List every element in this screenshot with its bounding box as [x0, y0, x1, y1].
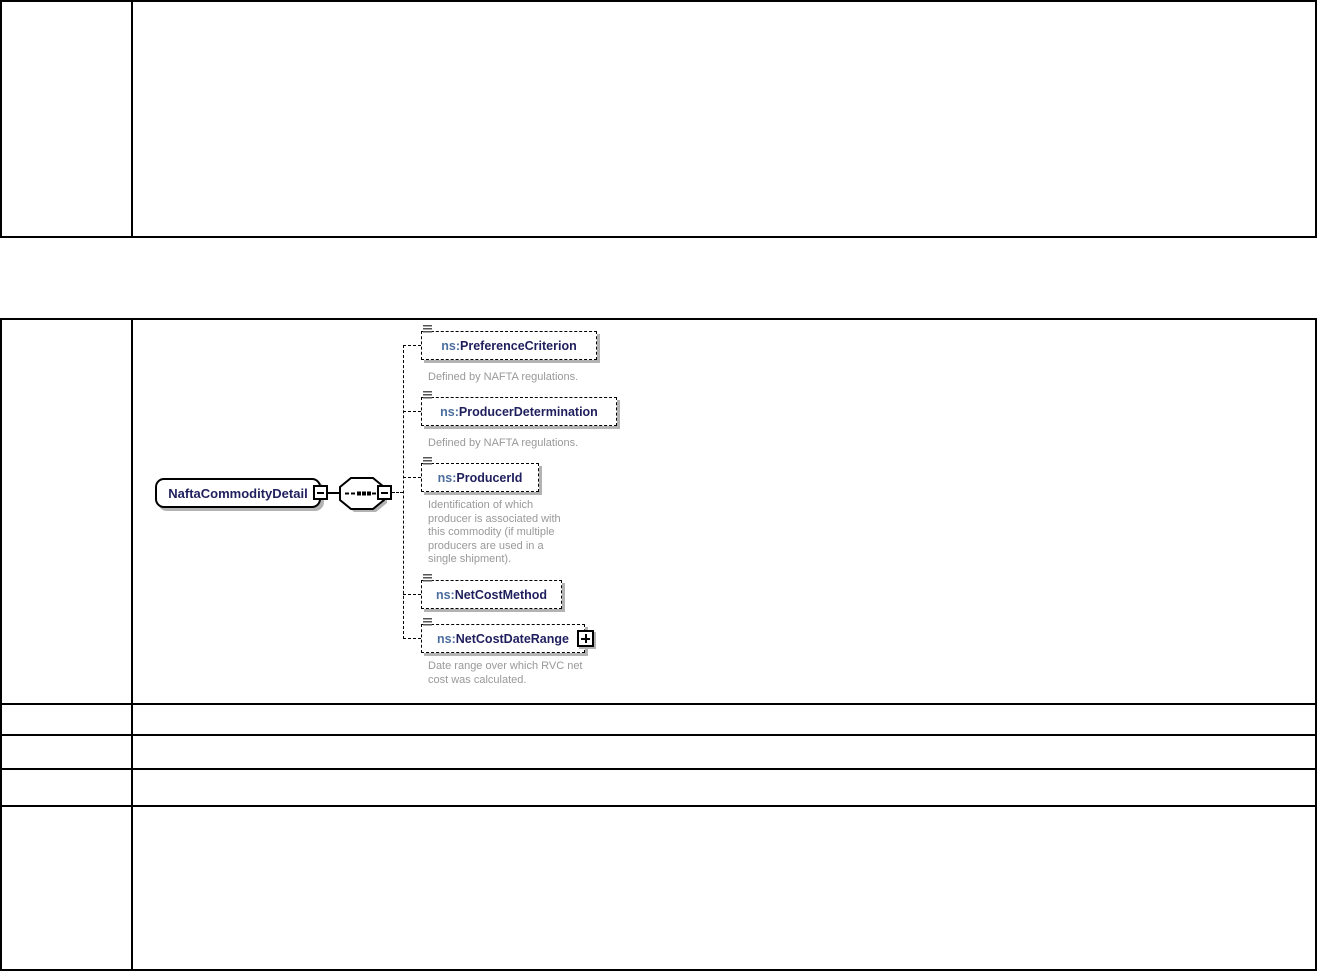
element-name: ProducerId	[456, 470, 523, 485]
connector-line	[326, 492, 342, 494]
plus-glyph	[584, 634, 587, 643]
column-divider	[131, 2, 133, 236]
element-annotation: Defined by NAFTA regulations.	[428, 371, 579, 383]
connector-dashed-line	[403, 345, 421, 346]
column-divider	[131, 320, 133, 969]
doc-table-top	[0, 0, 1317, 238]
element-name: NaftaCommodityDetail	[168, 485, 308, 501]
element-annotation: Identification of which producer is asso…	[428, 499, 561, 565]
element-ns-prefix: ns:	[441, 338, 461, 353]
connector-dashed-line	[403, 594, 421, 595]
expand-plus-icon[interactable]	[577, 630, 594, 647]
element-name: NetCostDateRange	[455, 631, 569, 646]
doc-table-main	[0, 318, 1317, 971]
element-ns-prefix: ns:	[440, 404, 459, 419]
annotation-lines-icon	[423, 574, 432, 582]
element-node-producerid[interactable]: ns:ProducerId	[421, 457, 539, 492]
annotation-lines-icon	[423, 325, 432, 333]
element-name: NetCostMethod	[454, 587, 548, 602]
element-annotation: Date range over which RVC net cost was c…	[428, 660, 583, 686]
element-ns-prefix: ns:	[437, 631, 456, 646]
annotation-lines-icon	[423, 391, 432, 399]
sequence-compositor-icon	[339, 477, 387, 512]
annotation-lines-icon	[423, 457, 432, 465]
element-ns-prefix: ns:	[435, 587, 455, 602]
element-node-naftacommoditydetail[interactable]: NaftaCommodityDetail	[155, 478, 321, 508]
element-name: ProducerDetermination	[458, 404, 598, 419]
row-divider	[2, 703, 1315, 705]
element-ns-prefix: ns:	[437, 470, 457, 485]
row-divider	[2, 734, 1315, 736]
connector-dashed-line	[392, 492, 403, 493]
minus-glyph	[381, 491, 388, 494]
connector-dashed-line	[403, 477, 421, 478]
annotation-lines-icon	[423, 618, 432, 626]
row-divider	[2, 805, 1315, 807]
connector-dashed-line	[403, 638, 421, 639]
element-node-preferencecriterion[interactable]: ns:PreferenceCriterion	[421, 325, 597, 360]
connector-dashed-line	[403, 411, 421, 412]
element-name: PreferenceCriterion	[460, 338, 577, 353]
element-node-netcostmethod[interactable]: ns:NetCostMethod	[421, 574, 562, 609]
minus-glyph	[317, 491, 324, 494]
row-divider	[2, 768, 1315, 770]
element-annotation: Defined by NAFTA regulations.	[428, 437, 579, 449]
element-node-producerdetermination[interactable]: ns:ProducerDetermination	[421, 391, 617, 426]
collapse-minus-icon[interactable]	[377, 485, 392, 500]
connector-dashed-trunk	[403, 345, 404, 639]
element-node-netcostdaterange[interactable]: ns:NetCostDateRange	[421, 618, 585, 653]
